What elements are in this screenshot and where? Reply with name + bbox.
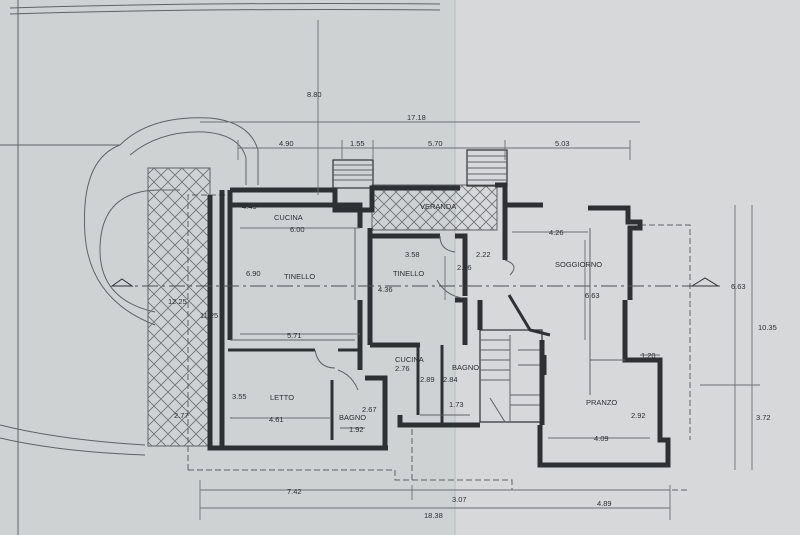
dim-1-55: 1.55	[350, 139, 365, 148]
dim-07: 3.07	[452, 495, 467, 504]
dim-4-36: 4.36	[378, 285, 393, 294]
dim-5-71: 5.71	[287, 331, 302, 340]
walls	[207, 182, 671, 468]
dim-4-89: 4.89	[597, 499, 612, 508]
dim-2-92: 2.92	[631, 411, 646, 420]
room-label-bagno-left: BAGNO	[339, 413, 366, 422]
dim-7-42: 7.42	[287, 487, 302, 496]
dim-3-72: 3.72	[756, 413, 771, 422]
dim-3-58: 3.58	[405, 250, 420, 259]
room-label-tinello-center: TINELLO	[393, 269, 424, 278]
room-label-cucina-left: CUCINA	[274, 213, 303, 222]
stairs-top-right	[466, 149, 508, 187]
dim-6-00: 6.00	[290, 225, 305, 234]
room-label-soggiorno: SOGGIORNO	[555, 260, 602, 269]
dim-3-55: 3.55	[232, 392, 247, 401]
room-label-pranzo: PRANZO	[586, 398, 617, 407]
dim-11-25: 11.25	[200, 311, 218, 320]
dim-10-35: 10.35	[758, 323, 777, 332]
dim-12-25: 12.25	[168, 297, 187, 306]
outdoor-curves	[0, 0, 441, 535]
internal-stairs	[479, 329, 543, 423]
dim-5-70: 5.70	[428, 139, 443, 148]
dim-2-76: 2.76	[395, 364, 410, 373]
dim-2-56: 2.56	[457, 263, 472, 272]
room-label-veranda: VERANDA	[420, 202, 456, 211]
dim-17-18: 17.18	[407, 113, 426, 122]
dim-6-90: 6.90	[246, 269, 261, 278]
room-labels: CUCINA TINELLO LETTO BAGNO VERANDA TINEL…	[270, 202, 617, 422]
dim-4-61: 4.61	[269, 415, 284, 424]
dim-2-22: 2.22	[476, 250, 491, 259]
dim-4-45: 4.45	[242, 202, 257, 211]
section-arrow-right-icon	[690, 277, 720, 287]
dim-8-80: 8.80	[307, 90, 322, 99]
door-swings	[314, 235, 515, 391]
dim-1-92: 1.92	[349, 425, 364, 434]
dim-1-73: 1.73	[449, 400, 464, 409]
dim-2-67: 2.67	[362, 405, 377, 414]
room-label-tinello-left: TINELLO	[284, 272, 315, 281]
dim-1-20: 1.20	[641, 351, 656, 360]
section-arrow-left-icon	[110, 278, 134, 287]
hatched-terrace-left	[147, 167, 211, 447]
room-label-bagno-center: BAGNO	[452, 363, 479, 372]
dim-4-26: 4.26	[549, 228, 564, 237]
dim-6-63-outer: 6.63	[731, 282, 746, 291]
room-label-letto: LETTO	[270, 393, 294, 402]
stairs-top-left	[332, 159, 374, 189]
dimension-labels: 8.80 17.18 4.90 1.55 5.70 5.03 4.45 6.00…	[168, 90, 777, 520]
dim-2-89: 2.89	[420, 375, 435, 384]
dim-6-63-inner: 6.63	[585, 291, 600, 300]
dim-2-84: 2.84	[443, 375, 458, 384]
dim-2-77: 2.77	[174, 411, 189, 420]
dimension-lines	[199, 20, 760, 520]
dim-4-09: 4.09	[594, 434, 609, 443]
dim-18-38: 18.38	[424, 511, 443, 520]
dim-4-90: 4.90	[279, 139, 294, 148]
dim-5-03: 5.03	[555, 139, 570, 148]
room-label-cucina-center: CUCINA	[395, 355, 424, 364]
